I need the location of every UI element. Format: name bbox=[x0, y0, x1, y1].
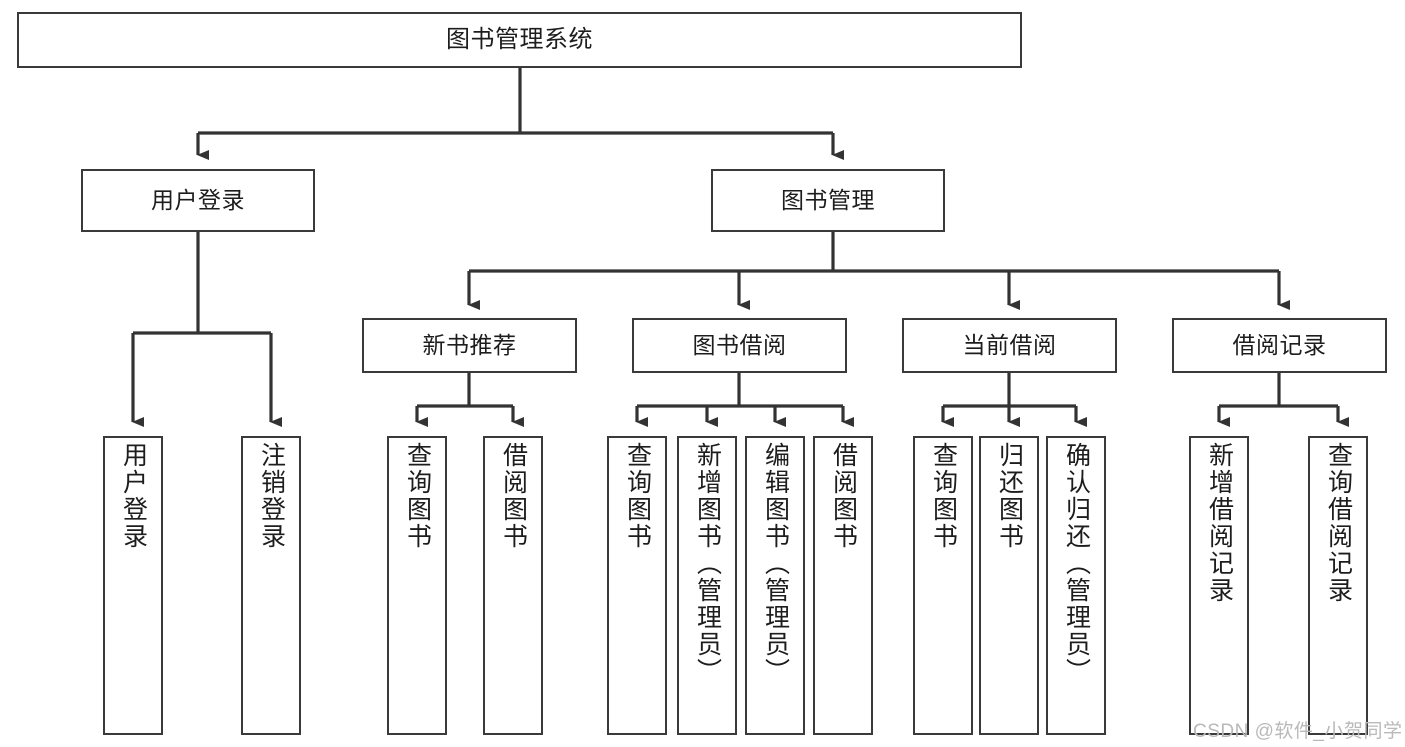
node-borrow-record[interactable]: 借阅记录 bbox=[1172, 318, 1387, 373]
node-new-book-recommend-label: 新书推荐 bbox=[422, 331, 517, 358]
node-leaf-borrow-book-1[interactable]: 借阅图书 bbox=[483, 436, 543, 735]
node-leaf-confirm-return[interactable]: 确认归还（管理员） bbox=[1046, 436, 1106, 735]
node-leaf-query-record-label: 查询借阅记录 bbox=[1324, 442, 1353, 604]
node-borrow-record-label: 借阅记录 bbox=[1232, 331, 1327, 358]
csdn-watermark: CSDN @软件_小贺同学 bbox=[1193, 721, 1403, 742]
node-leaf-add-book[interactable]: 新增图书（管理员） bbox=[677, 436, 737, 735]
node-new-book-recommend[interactable]: 新书推荐 bbox=[362, 318, 577, 373]
node-leaf-query-book-2[interactable]: 查询图书 bbox=[607, 436, 667, 735]
node-leaf-user-login[interactable]: 用户登录 bbox=[103, 436, 163, 735]
node-leaf-query-book-1[interactable]: 查询图书 bbox=[387, 436, 447, 735]
node-current-borrow[interactable]: 当前借阅 bbox=[902, 318, 1117, 373]
node-user-login-label: 用户登录 bbox=[151, 186, 245, 213]
node-root-system-label: 图书管理系统 bbox=[446, 25, 593, 53]
node-leaf-confirm-return-label: 确认归还（管理员） bbox=[1062, 442, 1091, 685]
node-book-borrow-label: 图书借阅 bbox=[692, 331, 787, 358]
node-leaf-borrow-book-2[interactable]: 借阅图书 bbox=[813, 436, 873, 735]
node-leaf-add-book-label: 新增图书（管理员） bbox=[693, 442, 722, 685]
node-book-borrow[interactable]: 图书借阅 bbox=[632, 318, 847, 373]
node-leaf-user-logout-label: 注销登录 bbox=[257, 442, 286, 550]
node-leaf-user-logout[interactable]: 注销登录 bbox=[241, 436, 301, 735]
node-leaf-query-book-3[interactable]: 查询图书 bbox=[913, 436, 973, 735]
node-leaf-query-book-3-label: 查询图书 bbox=[929, 442, 958, 550]
node-user-login[interactable]: 用户登录 bbox=[81, 169, 315, 232]
node-book-management-label: 图书管理 bbox=[781, 186, 875, 213]
node-leaf-query-book-2-label: 查询图书 bbox=[623, 442, 652, 550]
node-leaf-user-login-label: 用户登录 bbox=[119, 442, 148, 550]
node-book-management[interactable]: 图书管理 bbox=[711, 169, 945, 232]
node-leaf-edit-book-label: 编辑图书（管理员） bbox=[761, 442, 790, 685]
node-leaf-query-book-1-label: 查询图书 bbox=[403, 442, 432, 550]
node-root-system[interactable]: 图书管理系统 bbox=[17, 12, 1022, 68]
node-leaf-borrow-book-1-label: 借阅图书 bbox=[499, 442, 528, 550]
node-leaf-return-book[interactable]: 归还图书 bbox=[979, 436, 1039, 735]
node-leaf-edit-book[interactable]: 编辑图书（管理员） bbox=[745, 436, 805, 735]
node-leaf-query-record[interactable]: 查询借阅记录 bbox=[1308, 436, 1368, 735]
node-leaf-borrow-book-2-label: 借阅图书 bbox=[829, 442, 858, 550]
node-leaf-add-record[interactable]: 新增借阅记录 bbox=[1189, 436, 1249, 735]
node-leaf-return-book-label: 归还图书 bbox=[995, 442, 1024, 550]
node-leaf-add-record-label: 新增借阅记录 bbox=[1205, 442, 1234, 604]
node-current-borrow-label: 当前借阅 bbox=[962, 331, 1057, 358]
